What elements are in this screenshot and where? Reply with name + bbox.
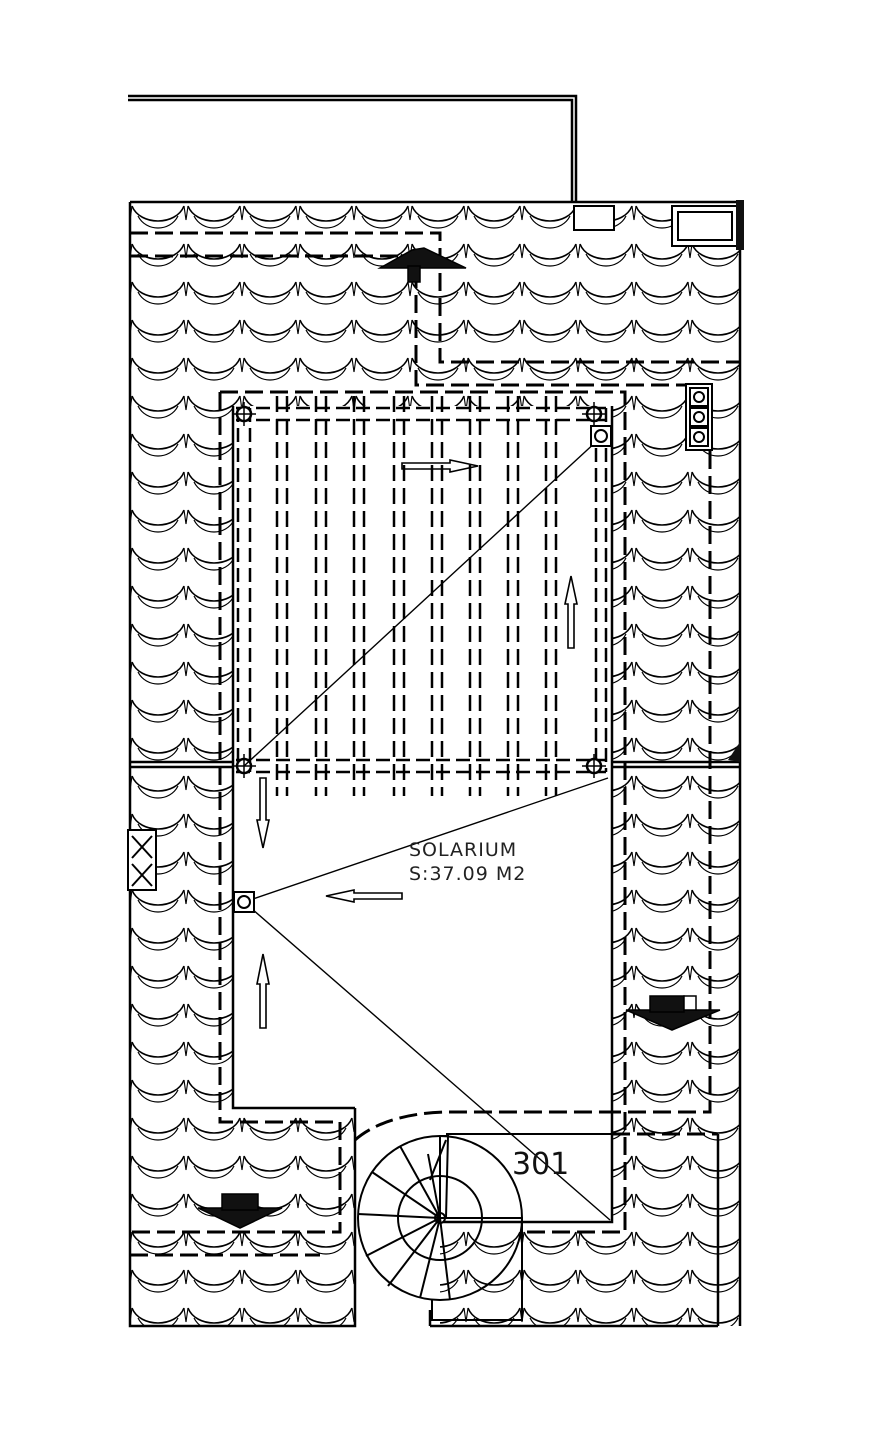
eave-dashed-lines (130, 231, 740, 1257)
spiral-stair-icon (357, 1135, 523, 1321)
upper-parapet-outline (128, 94, 578, 202)
pergola-frame (236, 406, 608, 774)
stair-landing (354, 1108, 612, 1140)
roof-tiles (130, 202, 740, 1326)
roof-boundary (128, 200, 742, 1328)
room-name: SOLARIUM (409, 839, 517, 861)
drainage-lines (243, 439, 611, 1221)
room-number: 301 (512, 1147, 569, 1182)
pergola-slats (275, 396, 558, 796)
drain-outlet-icon (233, 425, 612, 913)
room-area: S:37.09 M2 (409, 863, 526, 885)
slope-arrow-icon (256, 459, 578, 1029)
chimney-vent-icon (127, 205, 739, 891)
eave-arrow-icon (197, 247, 721, 1229)
solarium-walls (130, 406, 740, 1224)
vent-hatch (728, 200, 744, 762)
